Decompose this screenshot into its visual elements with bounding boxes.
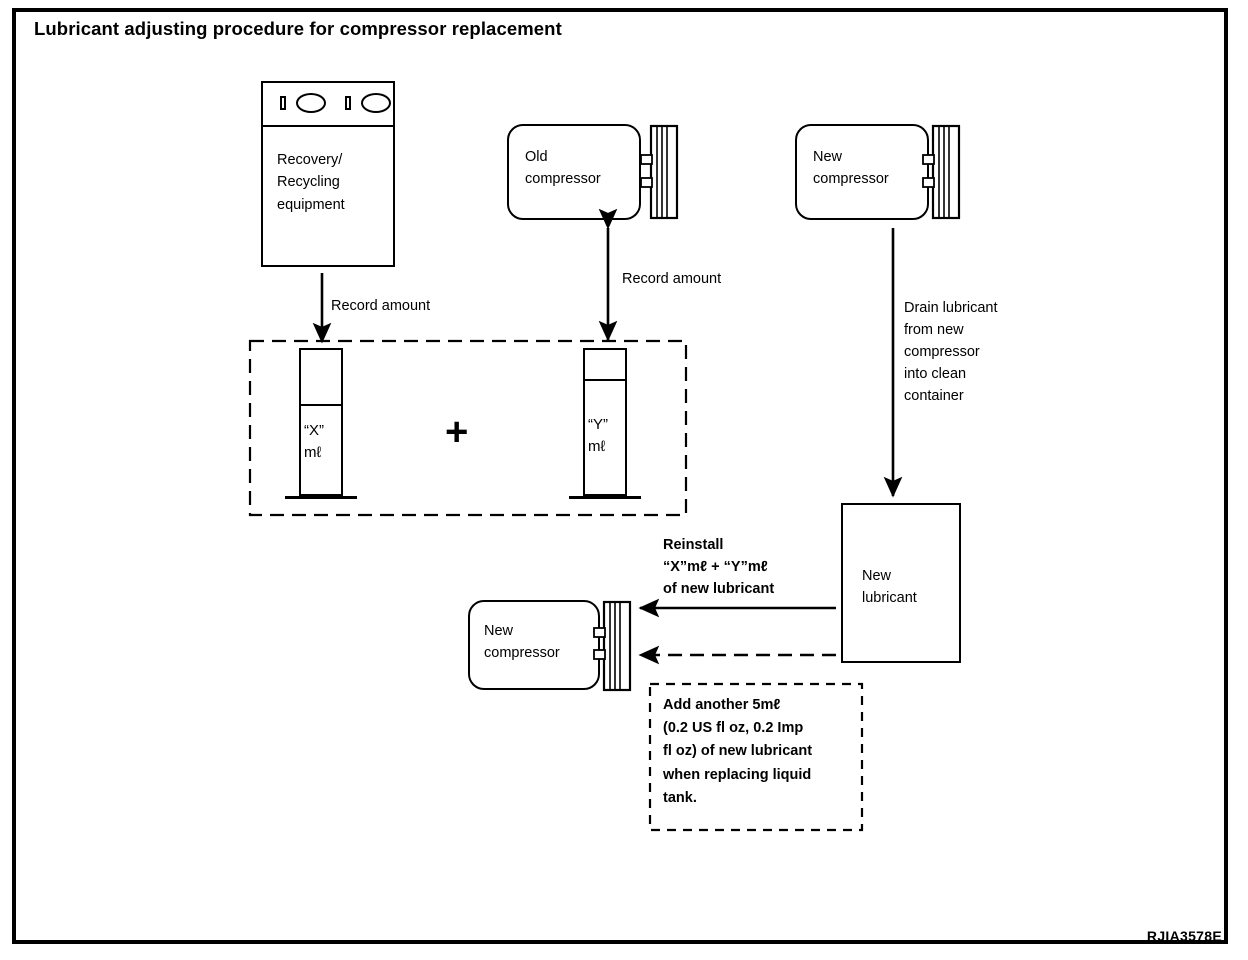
new-compressor-top-label: New compressor: [813, 149, 889, 188]
figure-code: RJIA3578E: [1146, 928, 1222, 944]
new-compressor-bottom-label: New compressor: [484, 623, 560, 662]
old-compressor-label: Old compressor: [525, 149, 601, 188]
cylinder-x-base: [285, 496, 357, 499]
reinstall-line-1: Reinstall: [663, 537, 724, 553]
node-old-compressor: Old compressor: [507, 124, 657, 220]
node-new-lubricant-container: [841, 503, 961, 663]
cylinder-y-label: “Y” mℓ: [588, 416, 608, 455]
cylinder-x-fill-line: [301, 404, 341, 406]
switch-icon: [280, 96, 286, 110]
new-compressor-top-body: [795, 124, 929, 220]
annotation-record-amount-recovery: Record amount: [331, 298, 431, 314]
old-compressor-body: [507, 124, 641, 220]
recovery-equipment-label: Recovery/ Recycling equipment: [277, 152, 345, 213]
annotation-record-amount-old: Record amount: [622, 271, 722, 287]
cylinder-y-fill-line: [585, 379, 625, 381]
reinstall-line-2: “X”mℓ + “Y”mℓ: [663, 559, 768, 576]
node-new-compressor-bottom: New compressor: [468, 600, 618, 690]
recovery-equipment-control-panel: [263, 83, 393, 127]
switch-icon: [345, 96, 351, 110]
sum-operator: +: [445, 410, 469, 454]
page-title: Lubricant adjusting procedure for compre…: [34, 18, 562, 39]
cylinder-x-label: “X” mℓ: [304, 422, 324, 461]
annotation-drain-lubricant: Drain lubricant from new compressor into…: [904, 300, 998, 405]
node-recovery-equipment: Recovery/ Recycling equipment: [261, 81, 395, 267]
gauge-icon: [361, 93, 391, 113]
new-compressor-bottom-body: [468, 600, 600, 690]
reinstall-line-3: of new lubricant: [663, 581, 775, 598]
annotation-reinstall: Reinstall “X”mℓ + “Y”mℓ of new lubricant: [663, 534, 774, 600]
node-new-compressor-top: New compressor: [795, 124, 945, 220]
note-box-text: Add another 5mℓ (0.2 US fl oz, 0.2 Imp f…: [663, 697, 813, 806]
new-lubricant-label: New lubricant: [862, 568, 917, 607]
gauge-icon: [296, 93, 326, 113]
cylinder-y-base: [569, 496, 641, 499]
